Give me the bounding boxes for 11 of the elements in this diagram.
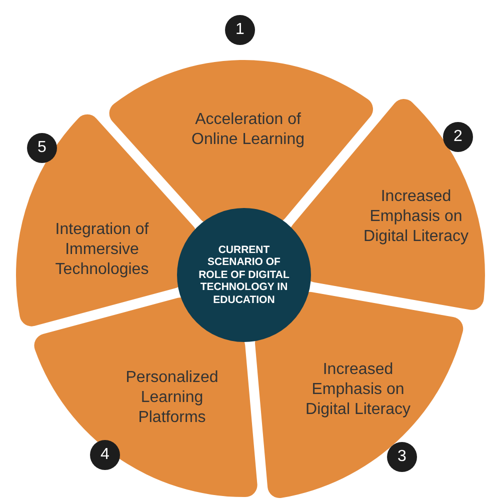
number-badge: 3 [387, 442, 417, 472]
segment-label: Integration of Immersive Technologies [54, 220, 150, 280]
segment-label: Acceleration of Online Learning [190, 110, 306, 150]
center-title: CURRENT SCENARIO OF ROLE OF DIGITAL TECHNOLOGY IN EDUCATION [198, 244, 290, 306]
segment-label: Personalized Learning Platforms [124, 368, 220, 428]
number-badge: 1 [225, 15, 255, 45]
number-badge: 4 [90, 440, 120, 470]
segment-label: Increased Emphasis on Digital Literacy [362, 187, 470, 247]
number-badge: 2 [443, 122, 473, 152]
segment-label: Increased Emphasis on Digital Literacy [304, 360, 412, 420]
number-badge: 5 [27, 133, 57, 163]
